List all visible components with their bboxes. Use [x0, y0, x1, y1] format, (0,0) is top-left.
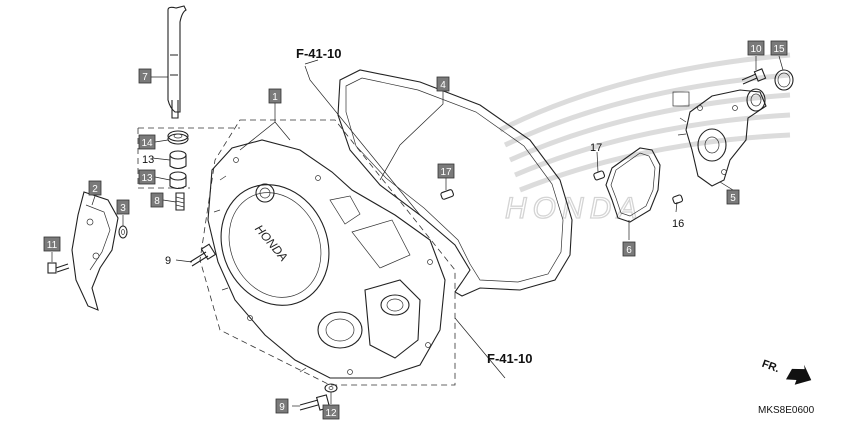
svg-text:17: 17	[440, 167, 452, 178]
leader-lines	[51, 55, 784, 407]
svg-text:10: 10	[750, 44, 762, 55]
svg-text:12: 12	[325, 408, 337, 419]
svg-text:9: 9	[279, 402, 285, 413]
callout-8[interactable]: 8	[150, 192, 164, 208]
part-4-gasket	[337, 69, 573, 297]
svg-text:1: 1	[272, 92, 278, 103]
svg-text:6: 6	[626, 245, 632, 256]
part-5-water-pump	[677, 88, 767, 187]
part-3-washer	[118, 225, 128, 239]
label-17-plain: 17	[590, 142, 602, 154]
callout-13[interactable]: 13	[138, 169, 156, 185]
callout-5[interactable]: 5	[726, 189, 740, 205]
label-13-plain: 13	[142, 154, 154, 166]
label-9-plain: 9	[165, 255, 171, 267]
part-17-dowel-pin-left	[440, 189, 454, 200]
part-6-pump-gasket	[605, 147, 661, 223]
part-13-collar-lower	[169, 171, 187, 190]
part-12-washer	[324, 383, 338, 393]
callout-11[interactable]: 11	[43, 236, 61, 252]
honda-wing-watermark: HONDA	[498, 52, 791, 226]
callout-10[interactable]: 10	[747, 40, 765, 56]
label-16-plain: 16	[672, 218, 684, 230]
svg-text:4: 4	[440, 80, 446, 91]
callout-17[interactable]: 17	[437, 163, 455, 179]
svg-text:11: 11	[47, 240, 58, 251]
pump-bracket-box	[672, 91, 690, 107]
svg-text:3: 3	[120, 203, 126, 214]
part-2-guard-plate	[71, 191, 119, 311]
diagram-code: MKS8E0600	[758, 405, 815, 416]
cover-logo-text: HONDA	[252, 222, 291, 264]
part-14-seal	[167, 130, 189, 145]
front-direction-label: FR.	[760, 358, 781, 375]
callout-9[interactable]: 9	[275, 398, 289, 414]
callout-3[interactable]: 3	[116, 199, 130, 215]
svg-text:2: 2	[92, 184, 98, 195]
part-10-bolt	[741, 68, 767, 85]
svg-text:13: 13	[141, 173, 153, 184]
part-11-bolt	[47, 262, 70, 274]
svg-text:15: 15	[773, 44, 785, 55]
svg-text:8: 8	[154, 196, 160, 207]
breather-outline	[137, 127, 240, 189]
part-8-spring	[175, 192, 185, 211]
part-9-bolt-upper	[189, 243, 217, 267]
callout-15[interactable]: 15	[770, 40, 788, 56]
svg-text:7: 7	[142, 72, 148, 83]
part-16-dowel-pin	[672, 194, 684, 205]
callout-1[interactable]: 1	[268, 88, 282, 104]
callout-14[interactable]: 14	[138, 134, 156, 150]
part-13-collar	[169, 150, 187, 170]
svg-text:5: 5	[730, 193, 736, 204]
callout-12[interactable]: 12	[322, 404, 340, 420]
reference-bottom[interactable]: F-41-10	[487, 351, 533, 366]
callout-7[interactable]: 7	[138, 68, 152, 84]
callout-6[interactable]: 6	[622, 241, 636, 257]
callout-2[interactable]: 2	[88, 180, 102, 196]
part-15-o-ring	[774, 69, 794, 91]
part-7-dipstick	[167, 5, 187, 119]
front-direction-arrow: FR.	[760, 358, 812, 385]
part-17-dowel-pin-right	[593, 170, 606, 181]
reference-top[interactable]: F-41-10	[296, 46, 342, 61]
part-1-crankcase-cover: HONDA	[207, 139, 446, 379]
svg-text:14: 14	[141, 138, 153, 149]
callout-4[interactable]: 4	[436, 76, 450, 92]
